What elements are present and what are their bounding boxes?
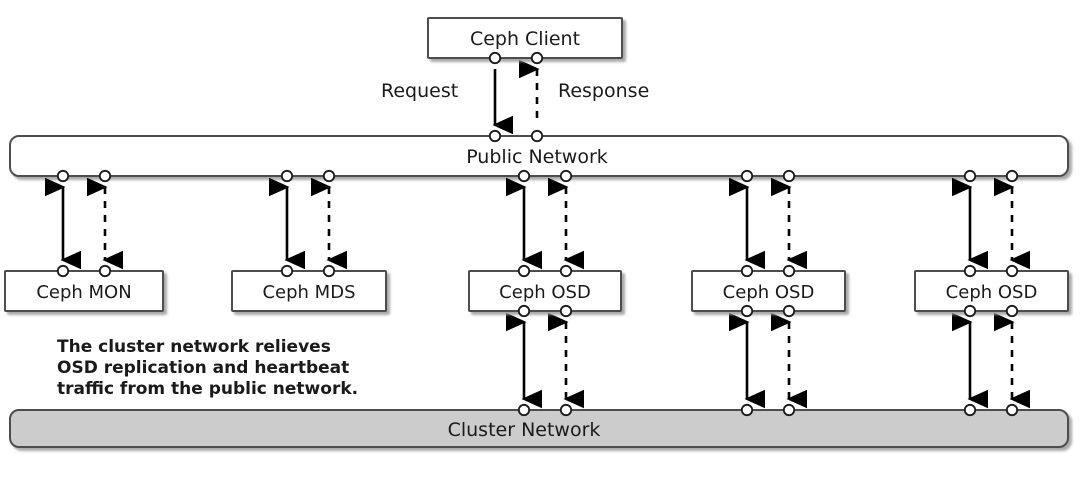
node-shape	[914, 270, 1069, 312]
node-shape	[4, 270, 164, 312]
node-ceph-osd-1[interactable]	[468, 270, 622, 312]
connector-dot-public-to-mds-solid-bottom	[280, 264, 294, 278]
connector-dot-public-to-osd2-dashed-bottom	[782, 264, 796, 278]
connector-dot-osd3-to-cluster-solid-bottom	[963, 403, 977, 417]
connector-dot-osd1-to-cluster-solid-bottom	[517, 403, 531, 417]
annotation-line-3: traffic from the public network.	[57, 379, 358, 399]
response-label: Response	[558, 80, 649, 102]
connector-dot-public-to-osd2-solid-bottom	[740, 264, 754, 278]
node-ceph-osd-2[interactable]	[691, 270, 846, 312]
bar-label-cluster-network: Cluster Network	[448, 419, 601, 441]
node-boxes-layer	[4, 17, 1069, 312]
connector-dot-client-to-public-solid-top	[488, 51, 502, 65]
connector-dot-public-to-mds-dashed-bottom	[322, 264, 336, 278]
connector-dot-public-to-osd1-solid-bottom	[517, 264, 531, 278]
connector-dot-osd1-to-cluster-solid-top	[517, 304, 531, 318]
node-label-ceph-mds: Ceph MDS	[262, 282, 355, 303]
connector-dot-osd1-to-cluster-dashed-top	[559, 304, 573, 318]
connector-dot-public-to-osd3-solid-top	[963, 169, 977, 183]
node-ceph-client[interactable]	[427, 17, 623, 59]
network-bars-layer	[9, 135, 1069, 448]
node-ceph-mon[interactable]	[4, 270, 164, 312]
connector-dot-public-to-mon-dashed-bottom	[98, 264, 112, 278]
connector-dot-public-to-osd2-dashed-top	[782, 169, 796, 183]
annotation-line-1: The cluster network relieves	[57, 337, 331, 357]
connector-dot-public-to-osd3-dashed-bottom	[1005, 264, 1019, 278]
network-bar-cluster-network[interactable]	[9, 409, 1069, 448]
node-shape	[691, 270, 846, 312]
node-shape	[427, 17, 623, 59]
connector-dot-osd2-to-cluster-dashed-bottom	[782, 403, 796, 417]
connector-dot-client-to-public-dashed-bottom	[530, 129, 544, 143]
connector-dot-public-to-osd1-dashed-top	[559, 169, 573, 183]
connector-dot-public-to-mds-dashed-top	[322, 169, 336, 183]
connector-dot-public-to-mon-solid-top	[56, 169, 70, 183]
connector-dot-osd2-to-cluster-dashed-top	[782, 304, 796, 318]
node-label-ceph-osd-3: Ceph OSD	[946, 282, 1038, 303]
node-shape	[468, 270, 622, 312]
connector-dot-public-to-mds-solid-top	[280, 169, 294, 183]
connector-dot-client-to-public-dashed-top	[530, 51, 544, 65]
node-label-ceph-mon: Ceph MON	[36, 282, 131, 303]
connector-dot-public-to-mon-solid-bottom	[56, 264, 70, 278]
connector-dots-layer	[56, 51, 1019, 417]
connector-dot-public-to-osd1-solid-top	[517, 169, 531, 183]
bar-shape	[9, 409, 1069, 448]
node-ceph-osd-3[interactable]	[914, 270, 1069, 312]
bar-label-public-network: Public Network	[466, 146, 608, 168]
connector-dot-osd3-to-cluster-dashed-bottom	[1005, 403, 1019, 417]
connector-layer	[44, 59, 1031, 409]
connector-dot-osd2-to-cluster-solid-bottom	[740, 403, 754, 417]
request-label: Request	[381, 80, 458, 102]
connector-dot-public-to-osd1-dashed-bottom	[559, 264, 573, 278]
node-label-ceph-osd-1: Ceph OSD	[499, 282, 591, 303]
node-label-ceph-osd-2: Ceph OSD	[723, 282, 815, 303]
connector-dot-osd3-to-cluster-solid-top	[963, 304, 977, 318]
connector-dot-public-to-osd3-dashed-top	[1005, 169, 1019, 183]
annotation-line-2: OSD replication and heartbeat	[57, 358, 349, 378]
connector-dot-osd3-to-cluster-dashed-top	[1005, 304, 1019, 318]
connector-dot-public-to-osd3-solid-bottom	[963, 264, 977, 278]
node-label-ceph-client: Ceph Client	[470, 28, 580, 50]
node-shape	[231, 270, 387, 312]
connector-dot-osd1-to-cluster-dashed-bottom	[559, 403, 573, 417]
connector-dot-client-to-public-solid-bottom	[488, 129, 502, 143]
connector-dot-public-to-osd2-solid-top	[740, 169, 754, 183]
connector-dot-osd2-to-cluster-solid-top	[740, 304, 754, 318]
connector-dot-public-to-mon-dashed-top	[98, 169, 112, 183]
node-ceph-mds[interactable]	[231, 270, 387, 312]
